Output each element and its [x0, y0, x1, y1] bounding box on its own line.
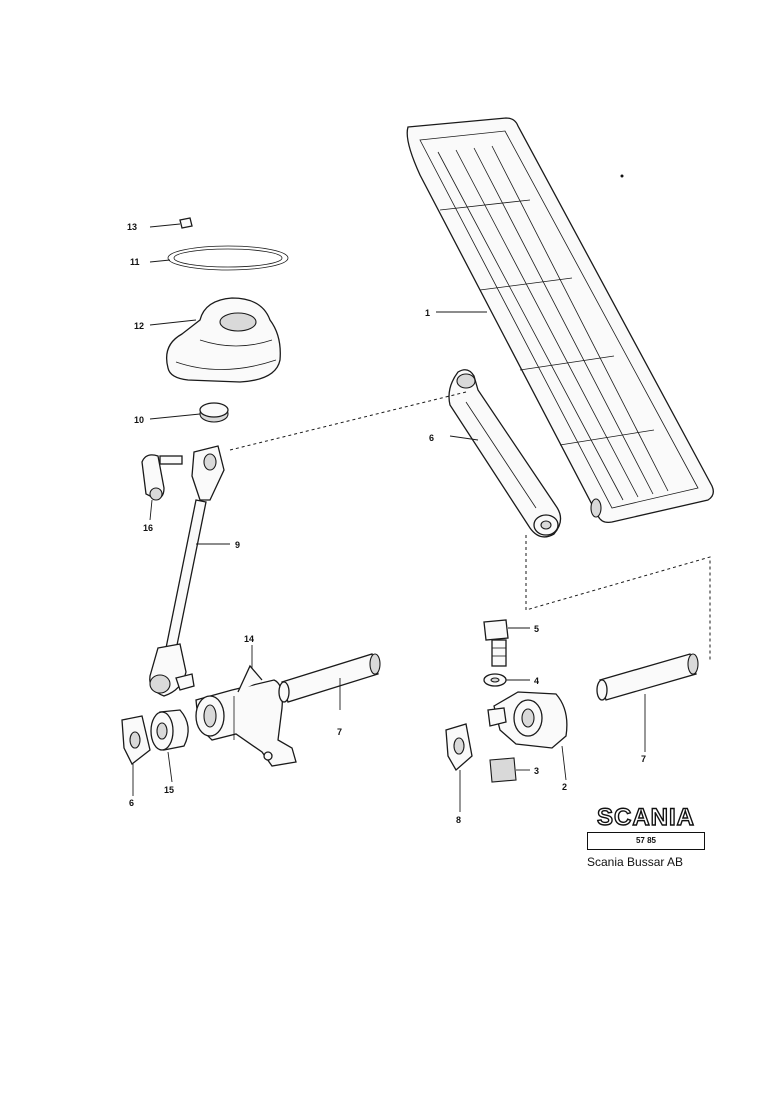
bushing [199, 402, 229, 423]
callout-9: 9 [235, 540, 240, 550]
drawing-code: 57 85 [587, 832, 705, 850]
assembly-line [525, 535, 711, 660]
callout-6-right: 6 [429, 433, 434, 443]
scania-logo-block: SCANIA 57 85 [587, 804, 705, 856]
callout-11: 11 [130, 257, 140, 267]
callout-6-left: 6 [129, 798, 134, 808]
callout-8: 8 [456, 815, 461, 825]
brand-logo: SCANIA [596, 804, 695, 831]
callout-7-right: 7 [641, 754, 646, 764]
linkage-rod [149, 445, 225, 697]
bolt [483, 619, 509, 667]
callout-labels: 13 11 12 10 16 9 14 7 6 15 1 6 5 4 3 2 7… [127, 222, 646, 825]
mounting-bracket [195, 664, 297, 767]
callout-13: 13 [127, 222, 137, 232]
lever-housing [487, 691, 568, 749]
nut-lower [489, 757, 517, 783]
callout-1: 1 [425, 308, 430, 318]
company-name: Scania Bussar AB [587, 855, 684, 869]
shaft [596, 653, 699, 701]
nut [179, 217, 193, 229]
callout-4: 4 [534, 676, 539, 686]
callout-7-left: 7 [337, 727, 342, 737]
retaining-clip [445, 723, 473, 772]
ball-joint-pin [141, 454, 183, 501]
callout-10: 10 [134, 415, 144, 425]
clamp-ring [167, 245, 289, 271]
callout-5: 5 [534, 624, 539, 634]
bearing-sleeve [150, 709, 189, 751]
rubber-boot [165, 297, 281, 383]
callout-2: 2 [562, 782, 567, 792]
pedal-lever [448, 369, 562, 538]
callout-12: 12 [134, 321, 144, 331]
callout-14: 14 [244, 634, 254, 644]
washer [483, 673, 507, 687]
callout-16: 16 [143, 523, 153, 533]
accelerator-pedal-plate [406, 117, 714, 524]
callout-15: 15 [164, 785, 174, 795]
leader-lines [132, 223, 646, 812]
assembly-line [229, 391, 467, 451]
callout-3: 3 [534, 766, 539, 776]
retaining-clip [121, 715, 151, 765]
shaft [278, 653, 381, 703]
